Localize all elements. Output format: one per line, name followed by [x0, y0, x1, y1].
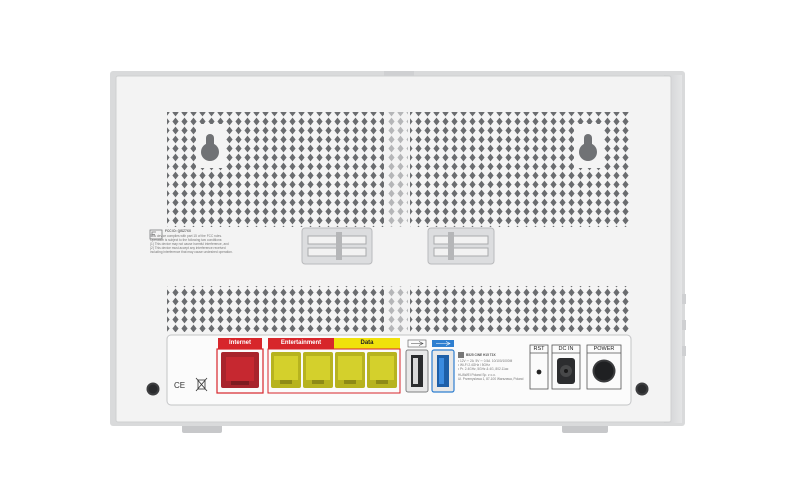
product-line-1: • 12V ⎓ 2A 5V ⎓ 0.5A 10/100/1000M [458, 359, 513, 363]
lan-port-frame [267, 348, 401, 394]
product-model: B525 CINE H15 T3X [466, 353, 496, 357]
lan-port-2[interactable] [303, 352, 333, 388]
lan-port-4[interactable] [367, 352, 397, 388]
power-label: POWER [593, 346, 615, 352]
usb2-port[interactable] [405, 339, 429, 393]
stand-clip-left [301, 227, 373, 265]
stand-clip-right [427, 227, 495, 265]
fcc-line-1: This device complies with part 15 of the… [150, 234, 222, 238]
weee-bin-icon [195, 377, 208, 392]
keyhole-right [574, 124, 602, 168]
entertainment-label-bar [268, 338, 334, 349]
lan-port-1[interactable] [271, 352, 301, 388]
side-notch-2 [682, 320, 686, 330]
vent-grille-lower-center [386, 286, 408, 332]
usb-ss-icon [436, 341, 451, 346]
internet-port[interactable] [216, 338, 264, 394]
fcc-line-4: (2) This device must accept any interfer… [150, 246, 226, 250]
keyhole-left [196, 124, 224, 168]
dc-in-label: DC IN [558, 346, 574, 352]
vent-grille-lower-left [167, 286, 384, 332]
fcc-line-2: Operation is subject to the following tw… [150, 238, 223, 242]
side-notch-1 [682, 294, 686, 304]
product-line-4: HUAWEI Poland Sp. z o.o. [458, 373, 496, 377]
ce-mark: CE [174, 381, 186, 390]
entertainment-label: Entertainment [280, 340, 322, 346]
qr-mark [458, 352, 464, 358]
rst-label: RST [533, 346, 545, 352]
side-notch-3 [682, 346, 686, 356]
product-line-5: Ul. Przemyslowa 1, 87-100 Warszawa, Pola… [458, 377, 524, 381]
vent-grille-upper-center [386, 112, 408, 227]
fcc-line-3: (1) This device may not cause harmful in… [150, 242, 229, 246]
product-line-3: • Pr. 2.4GHz, 5GHz & 4G, 802.11ac [458, 367, 509, 371]
vent-grille-lower-right [410, 286, 630, 332]
dc-in-port[interactable] [551, 344, 581, 390]
fcc-logo [149, 229, 163, 240]
internet-label: Internet [228, 340, 251, 346]
top-notch [384, 71, 414, 76]
usb-icon [411, 341, 424, 346]
power-button[interactable] [586, 344, 622, 390]
lan-port-3[interactable] [335, 352, 365, 388]
reset-button[interactable] [529, 344, 549, 390]
fcc-line-5: including interference that may cause un… [150, 250, 233, 254]
data-label: Data [360, 340, 374, 346]
fcc-id: FCC ID: QISZ7XX [165, 229, 192, 233]
usb3-port[interactable] [431, 340, 455, 393]
product-line-2: • Wi-Fi 2.4GHz / 5GHz [458, 363, 490, 367]
data-label-bar [334, 338, 400, 349]
